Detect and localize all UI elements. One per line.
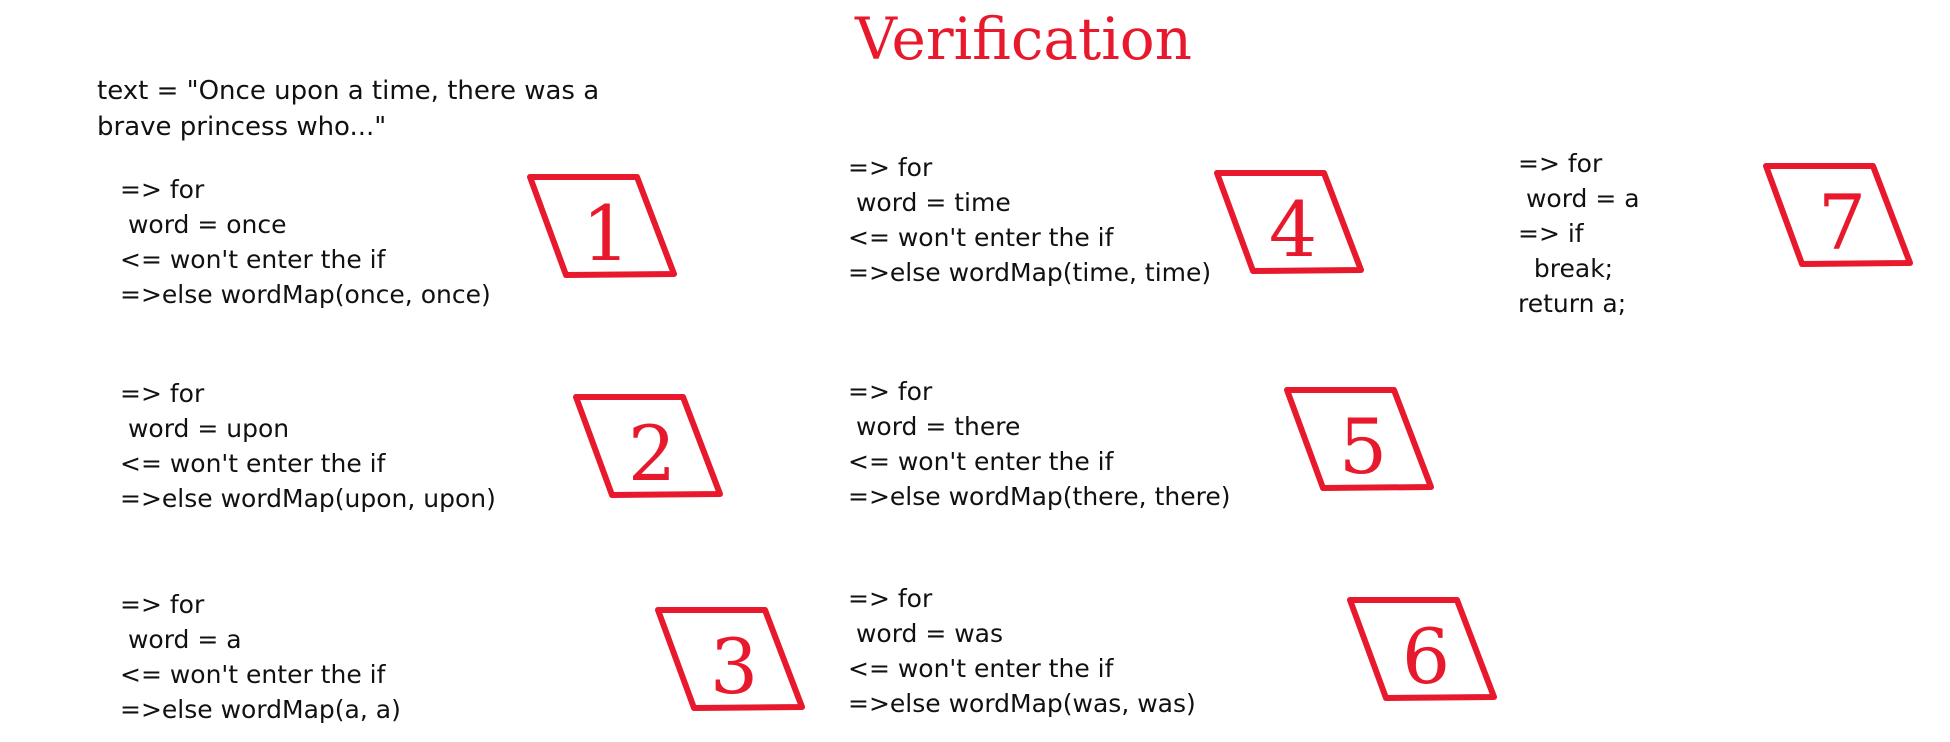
step-5-box-frame: [1284, 387, 1434, 491]
diagram-title: Verification: [855, 5, 1193, 73]
step-1-line-4: =>else wordMap(once, once): [120, 280, 491, 309]
step-6-line-4: =>else wordMap(was, was): [848, 689, 1196, 718]
step-2-box-frame: [573, 394, 723, 498]
step-4-box-frame: [1214, 170, 1364, 274]
step-3-line-2: word = a: [120, 625, 242, 654]
step-5-number-box: 5: [1284, 387, 1434, 491]
step-3-number-box: 3: [655, 607, 805, 711]
step-1-number-box: 1: [527, 174, 677, 278]
step-3-box-frame: [655, 607, 805, 711]
step-2-line-2: word = upon: [120, 414, 290, 443]
step-7-number: 7: [1818, 178, 1866, 267]
step-5-trace: => for word = there <= won't enter the i…: [848, 374, 1230, 514]
step-7-line-2: word = a: [1518, 184, 1640, 213]
step-6-number: 6: [1402, 612, 1450, 701]
step-1-trace: => for word = once <= won't enter the if…: [120, 172, 491, 312]
step-5-line-3: <= won't enter the if: [848, 447, 1114, 476]
input-text-line-1: text = "Once upon a time, there was a: [97, 76, 600, 106]
step-7-line-3: => if: [1518, 219, 1584, 248]
step-6-trace: => for word = was <= won't enter the if …: [848, 581, 1196, 721]
step-7-number-box: 7: [1763, 163, 1913, 267]
step-2-number-box: 2: [573, 394, 723, 498]
step-3-line-3: <= won't enter the if: [120, 660, 386, 689]
step-6-number-box: 6: [1347, 597, 1497, 701]
step-3-trace: => for word = a <= won't enter the if =>…: [120, 587, 401, 727]
step-2-number: 2: [628, 409, 676, 498]
step-4-line-1: => for: [848, 153, 933, 182]
step-4-line-4: =>else wordMap(time, time): [848, 258, 1212, 287]
input-text-line-2: brave princess who...": [97, 112, 387, 142]
step-3-line-1: => for: [120, 590, 205, 619]
step-7-line-1: => for: [1518, 149, 1603, 178]
step-4-trace: => for word = time <= won't enter the if…: [848, 150, 1211, 290]
step-2-trace: => for word = upon <= won't enter the if…: [120, 376, 496, 516]
step-1-line-2: word = once: [120, 210, 287, 239]
step-2-line-1: => for: [120, 379, 205, 408]
step-2-line-4: =>else wordMap(upon, upon): [120, 484, 496, 513]
step-1-line-3: <= won't enter the if: [120, 245, 386, 274]
step-6-line-2: word = was: [848, 619, 1004, 648]
step-1-line-1: => for: [120, 175, 205, 204]
step-5-line-4: =>else wordMap(there, there): [848, 482, 1231, 511]
step-4-number-box: 4: [1214, 170, 1364, 274]
step-5-line-1: => for: [848, 377, 933, 406]
step-5-number: 5: [1339, 402, 1387, 491]
step-3-line-4: =>else wordMap(a, a): [120, 695, 401, 724]
step-4-number: 4: [1269, 185, 1317, 274]
step-6-box-frame: [1347, 597, 1497, 701]
step-6-line-1: => for: [848, 584, 933, 613]
step-7-trace: => for word = a => if break; return a;: [1518, 146, 1640, 321]
step-3-number: 3: [710, 622, 758, 711]
step-5-line-2: word = there: [848, 412, 1021, 441]
step-2-line-3: <= won't enter the if: [120, 449, 386, 478]
step-6-line-3: <= won't enter the if: [848, 654, 1114, 683]
step-4-line-3: <= won't enter the if: [848, 223, 1114, 252]
step-7-box-frame: [1763, 163, 1913, 267]
step-4-line-2: word = time: [848, 188, 1011, 217]
step-7-line-4: break;: [1518, 254, 1614, 283]
input-text-block: text = "Once upon a time, there was a br…: [97, 73, 599, 145]
step-1-number: 1: [582, 189, 630, 278]
step-7-line-5: return a;: [1518, 289, 1627, 318]
step-1-box-frame: [527, 174, 677, 278]
